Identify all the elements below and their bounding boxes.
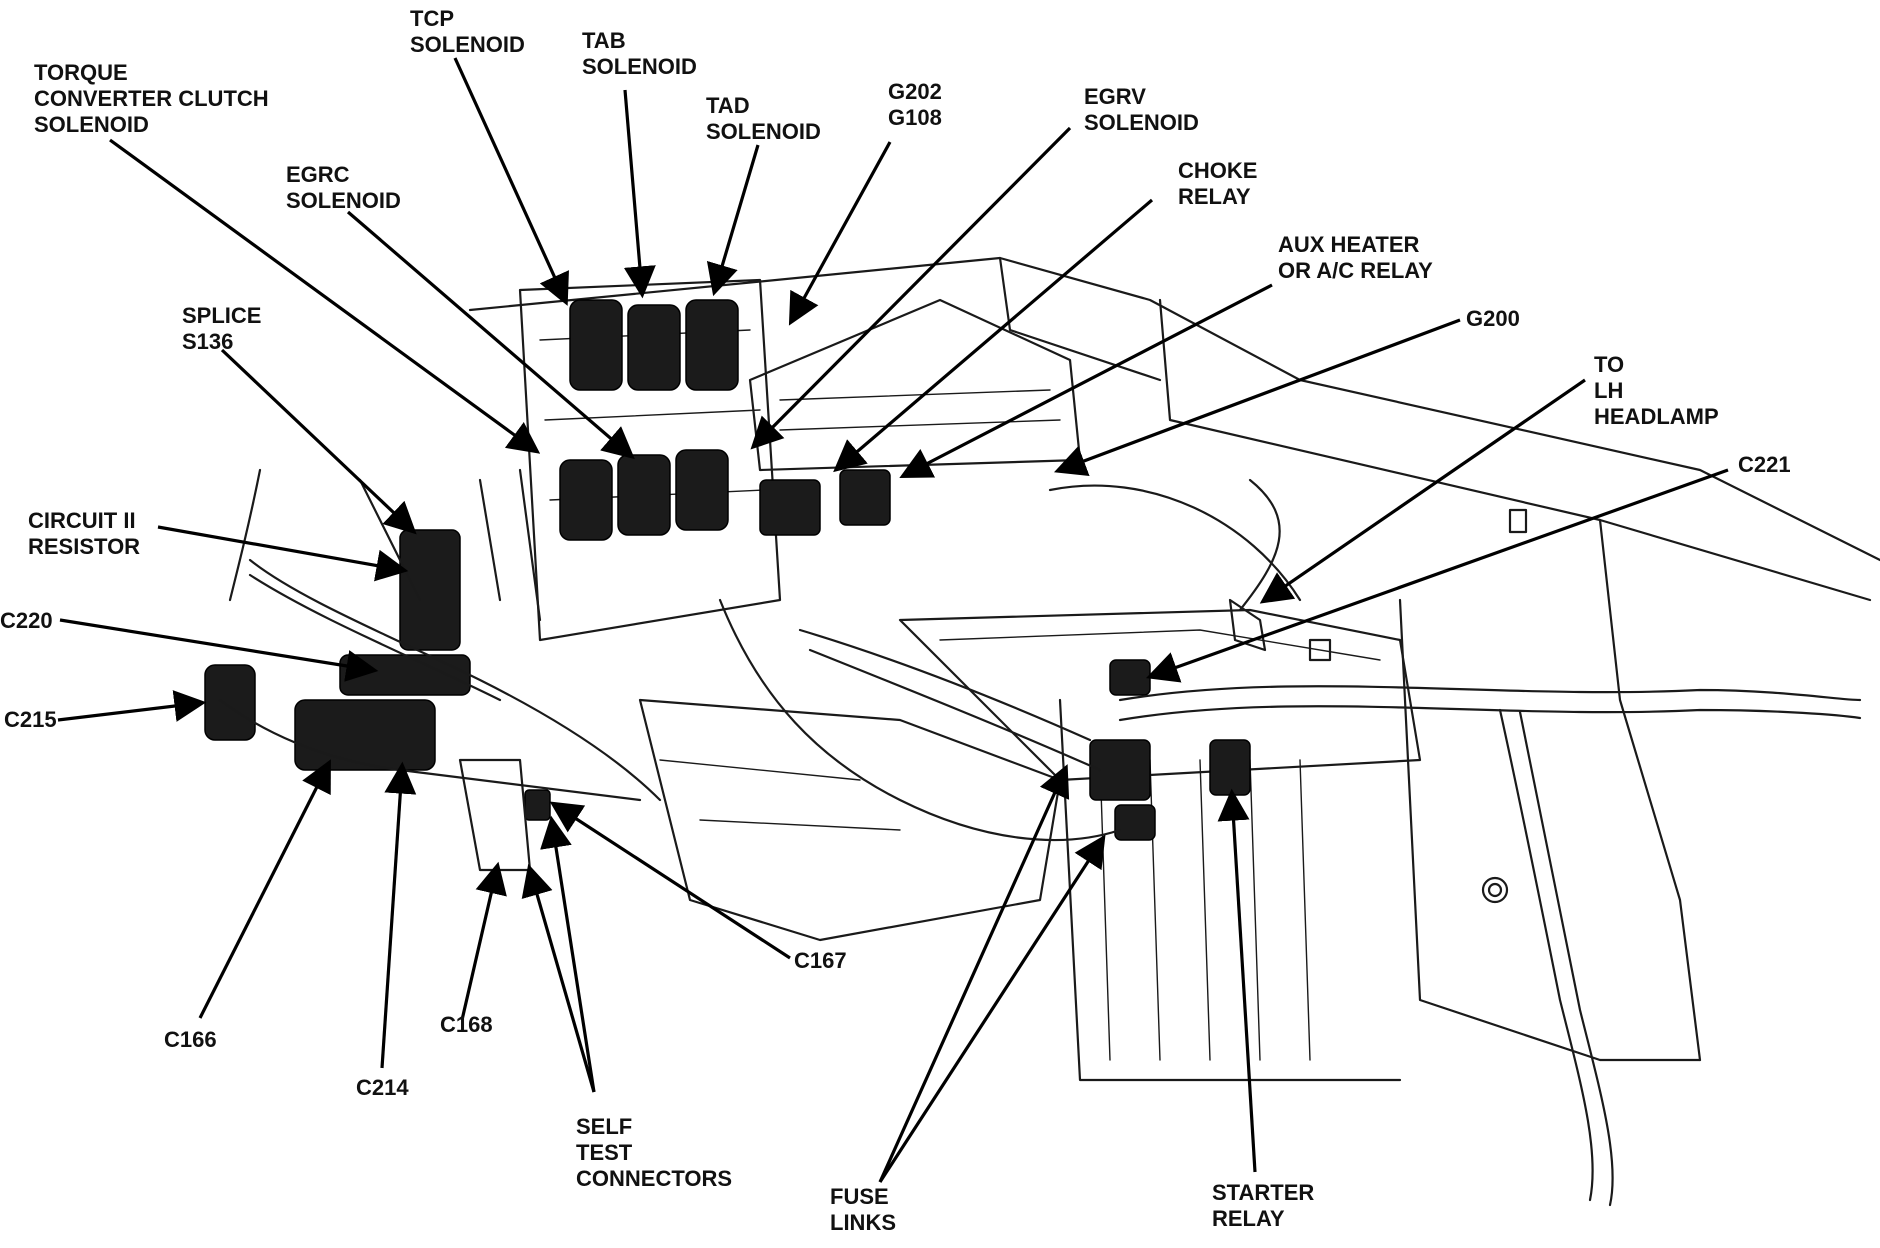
leader-tad: [706, 144, 760, 297]
label-choke-relay: CHOKE RELAY: [1178, 158, 1258, 209]
label-torque-converter-clutch-solenoid: TORQUE CONVERTER CLUTCH SOLENOID: [34, 60, 269, 137]
leader-fuse-b: [878, 834, 1106, 1183]
label-g200: G200: [1466, 306, 1520, 331]
label-fuse-links: FUSE LINKS: [830, 1184, 896, 1235]
leader-torque: [109, 138, 541, 454]
leader-c221: [1145, 468, 1729, 683]
label-circuit-ii-resistor: CIRCUIT II RESISTOR: [28, 508, 141, 559]
label-c168: C168: [440, 1012, 493, 1037]
leader-choke: [833, 198, 1154, 473]
label-tad-solenoid: TAD SOLENOID: [706, 93, 821, 144]
label-egrv-solenoid: EGRV SOLENOID: [1084, 84, 1199, 135]
leader-g200: [1054, 318, 1461, 476]
leader-c220: [59, 618, 379, 682]
leader-fuse-a: [878, 764, 1070, 1183]
leader-egrv: [750, 126, 1072, 450]
label-c214: C214: [356, 1075, 409, 1100]
leader-splice: [220, 348, 417, 535]
leader-selftest-a: [521, 863, 596, 1093]
label-g202-g108: G202 G108: [888, 79, 942, 130]
label-c215: C215: [4, 707, 57, 732]
leader-g202: [788, 141, 892, 326]
leader-lh: [1259, 378, 1586, 604]
leader-tab: [623, 89, 656, 299]
label-tcp-solenoid: TCP SOLENOID: [410, 6, 525, 57]
label-c167: C167: [794, 948, 847, 973]
label-c220: C220: [0, 608, 53, 633]
leader-aux: [899, 283, 1273, 478]
label-tab-solenoid: TAB SOLENOID: [582, 28, 697, 79]
label-c166: C166: [164, 1027, 217, 1052]
leader-c167: [549, 801, 791, 960]
label-aux-heater-relay: AUX HEATER OR A/C RELAY: [1278, 232, 1433, 283]
leader-selftest-b: [540, 815, 596, 1093]
leader-tcp: [453, 57, 569, 306]
leader-c166: [198, 759, 331, 1019]
leader-starter: [1217, 788, 1257, 1173]
label-c221: C221: [1738, 452, 1791, 477]
leader-c214: [380, 761, 417, 1069]
label-egrc-solenoid: EGRC SOLENOID: [286, 162, 401, 213]
leader-c168: [460, 861, 507, 1021]
leader-c215: [57, 690, 207, 722]
label-to-lh-headlamp: TO LH HEADLAMP: [1594, 352, 1719, 429]
leader-egrc: [346, 210, 635, 460]
leader-circuit: [157, 525, 409, 582]
label-splice-s136: SPLICE S136: [182, 303, 262, 354]
label-starter-relay: STARTER RELAY: [1212, 1180, 1315, 1231]
label-self-test-connectors: SELF TEST CONNECTORS: [576, 1114, 733, 1191]
